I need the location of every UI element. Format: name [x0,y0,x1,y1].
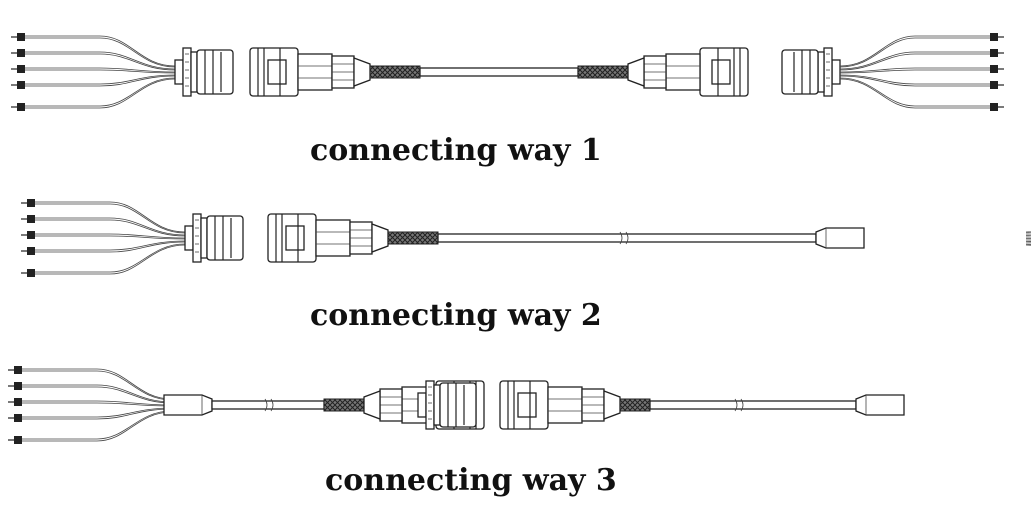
row-1-assembly [10,32,1005,112]
row-3-assembly [7,365,905,445]
row-2-assembly [20,198,1031,278]
row-2-caption: connecting way 2 [310,298,602,333]
row-1-caption: connecting way 1 [310,133,602,168]
row-3-caption: connecting way 3 [325,463,617,498]
